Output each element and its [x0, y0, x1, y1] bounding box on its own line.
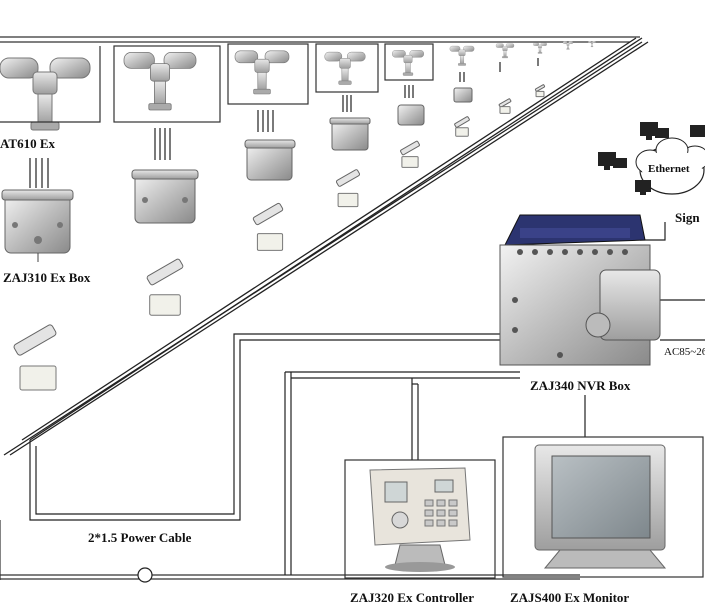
bus-connector	[400, 140, 420, 156]
terminal-block	[256, 233, 284, 251]
monitor-label: ZAJS400 Ex Monitor	[510, 590, 629, 605]
cable-routes	[29, 222, 705, 583]
controller-image	[369, 467, 471, 572]
camera-label: AT610 Ex	[0, 136, 56, 151]
terminal-block	[149, 294, 181, 316]
ptz-camera	[123, 51, 197, 111]
junction-box-5	[397, 104, 425, 126]
nvr-label: ZAJ340 NVR Box	[530, 378, 631, 393]
ptz-camera	[495, 43, 515, 59]
junction-box-label: ZAJ310 Ex Box	[3, 270, 91, 285]
bus-connector	[498, 98, 512, 108]
terminal-block	[535, 90, 545, 98]
junction-box-6	[453, 87, 473, 103]
ptz-camera	[234, 50, 290, 95]
controller-label: ZAJ320 Ex Controller	[350, 590, 474, 605]
ac-power-label: AC85~26	[664, 346, 705, 358]
ptz-camera	[392, 50, 424, 76]
nvr-box-image	[499, 214, 661, 366]
ptz-camera	[449, 45, 475, 66]
bus-connector	[13, 324, 57, 356]
monitor-image	[534, 444, 667, 569]
frame-lines	[0, 36, 640, 580]
bus-connectors	[13, 84, 546, 391]
ptz-camera	[588, 41, 596, 48]
bus-connector	[252, 202, 284, 226]
junction-box-3	[244, 139, 296, 181]
ethernet-label: Ethernet	[648, 163, 690, 175]
bus-connector	[146, 258, 184, 286]
ptz-camera	[0, 57, 91, 131]
ptz-camera	[533, 42, 547, 54]
diagonal-bus	[3, 37, 649, 456]
ethernet-cloud	[635, 137, 705, 195]
terminal-block	[19, 365, 57, 391]
terminal-block	[499, 106, 511, 114]
equipment-frames	[0, 43, 704, 579]
terminal-block	[401, 156, 419, 168]
cable-bundles	[29, 58, 539, 188]
pc-icons	[598, 122, 705, 195]
signal-label: Sign	[675, 210, 700, 225]
junction-box-2	[131, 169, 199, 224]
terminal-block	[455, 127, 469, 137]
bus-connector	[534, 84, 546, 92]
ptz-camera	[324, 51, 366, 85]
bus-connector	[335, 169, 361, 187]
junction-box-4	[329, 117, 371, 151]
junction-box-1	[1, 189, 74, 262]
terminal-block	[337, 192, 359, 208]
bus-connector	[454, 116, 470, 128]
power-cable-label: 2*1.5 Power Cable	[88, 530, 192, 545]
camera-row	[0, 41, 596, 131]
ptz-camera	[562, 41, 574, 50]
